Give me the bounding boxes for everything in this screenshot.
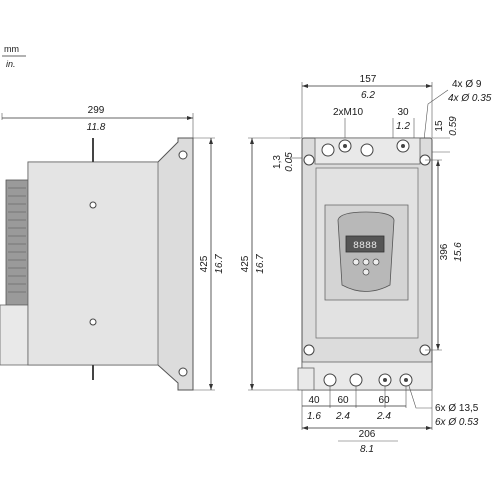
bottom-pitch-2-mm: 60 (337, 395, 349, 406)
unit-primary: mm (4, 44, 19, 54)
side-view: 299 11.8 425 16.7 (0, 105, 225, 391)
screw-label: 2xM10 (333, 107, 363, 118)
front-width-mm: 157 (360, 74, 377, 85)
front-mount-hole-bl (303, 344, 315, 356)
terminal-width-in: 1.2 (396, 121, 410, 132)
side-width-mm: 299 (88, 105, 105, 116)
bottom-pitch-3-in: 2.4 (376, 411, 391, 422)
bottom-pitch-3-mm: 60 (378, 395, 390, 406)
bottom-terminal-2 (349, 373, 363, 387)
side-screw-bottom (89, 318, 97, 326)
bottom-holes-mm: 6x Ø 13,5 (435, 403, 479, 414)
overall-width-in: 8.1 (360, 444, 374, 455)
overall-width-mm: 206 (359, 429, 376, 440)
side-mount-hole-bottom (178, 367, 188, 377)
front-edge-offset-mm: 1,3 (272, 155, 283, 169)
side-mount-hole-top (178, 150, 188, 160)
top-offset-in: 0.59 (448, 116, 459, 136)
front-height-in: 16.7 (255, 254, 266, 274)
bottom-pitch-2-in: 2.4 (335, 411, 350, 422)
top-offset-mm: 15 (434, 120, 445, 132)
front-mount-hole-tl (303, 154, 315, 166)
bottom-terminal-1 (323, 373, 337, 387)
key-left (352, 258, 360, 266)
side-height-in: 16.7 (214, 254, 225, 274)
front-height-mm: 425 (240, 255, 251, 272)
key-up (362, 258, 370, 266)
front-edge-offset-in: 0.05 (284, 152, 295, 172)
terminal-width-mm: 30 (397, 107, 409, 118)
unit-secondary: in. (6, 59, 16, 69)
top-terminal-3 (360, 143, 374, 157)
bottom-terminal-block (301, 361, 433, 391)
bottom-holes-in: 6x Ø 0.53 (435, 417, 479, 428)
front-view: 425 16.7 1,3 0.05 157 6.2 2xM10 30 1.2 1… (240, 74, 492, 455)
side-width-in: 11.8 (87, 122, 106, 133)
hole-spacing-in: 15.6 (453, 242, 464, 262)
front-width-in: 6.2 (361, 90, 375, 101)
key-right (372, 258, 380, 266)
hole-spacing-mm: 396 (439, 243, 450, 260)
bottom-pitch-1-mm: 40 (308, 395, 320, 406)
display-digits: 8888 (353, 241, 377, 252)
top-terminal-1 (321, 143, 335, 157)
mount-holes-in: 4x Ø 0.35 (448, 93, 492, 104)
display-window (345, 235, 385, 253)
mount-holes-mm: 4x Ø 9 (452, 79, 482, 90)
side-lower-housing (0, 304, 29, 366)
heatsink-fins (5, 179, 29, 306)
key-down (362, 268, 370, 276)
side-screw-top (89, 201, 97, 209)
side-height-mm: 425 (199, 255, 210, 272)
bottom-pitch-1-in: 1.6 (307, 411, 321, 422)
